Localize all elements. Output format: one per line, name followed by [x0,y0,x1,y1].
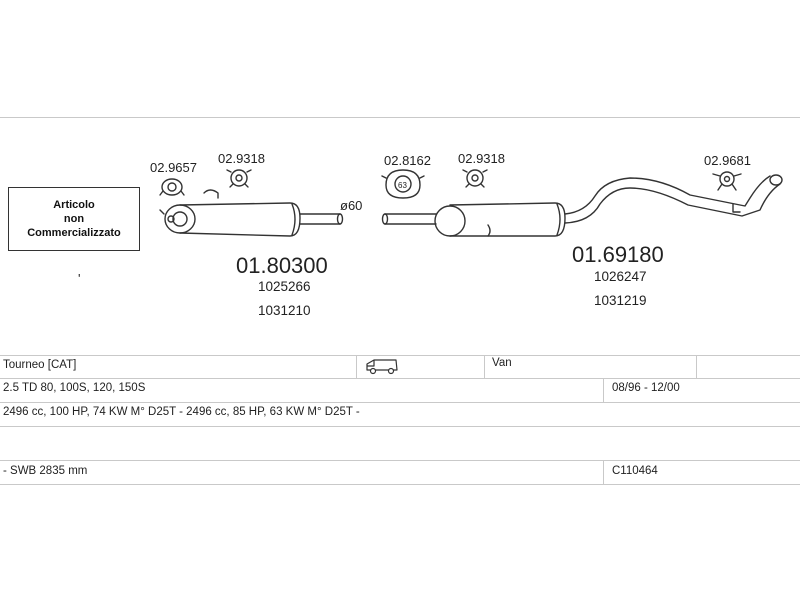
not-commercialized-box: Articolo non Commercializzato [8,187,140,251]
van-icon [366,359,398,375]
rear-silencer [381,174,783,237]
code-gasket: 02.9318 [218,151,265,166]
code-rubber-mount: 02.8162 [384,153,431,168]
col-divider-d [603,378,604,402]
production-years: 08/96 - 12/00 [612,382,680,394]
code-clamp: 02.9657 [150,160,197,175]
table-top-border [0,355,800,356]
row-divider-3 [0,426,800,427]
top-divider [0,117,800,118]
gasket-part-icon [226,169,252,188]
note-line-2: non [63,213,85,225]
rubber-mount-part-icon [381,169,425,199]
vehicle-model: Tourneo [CAT] [3,359,77,371]
exhaust-diagram: 02.9657 02.9318 02.8162 63 02.9318 02.96… [78,151,783,318]
engine-variants: 2.5 TD 80, 100S, 120, 150S [3,382,146,394]
hanger-part-icon [712,171,742,191]
note-line-1: Articolo [53,199,95,211]
col-divider-c [696,355,697,378]
clamp-part-icon [159,178,185,196]
row-divider-5 [0,484,800,485]
col-divider-b [484,355,485,378]
wheelbase: - SWB 2835 mm [3,465,88,477]
front-part-ref1: 1025266 [258,279,311,294]
rear-part-code: 01.69180 [572,242,664,267]
engine-specs: 2496 cc, 100 HP, 74 KW M° D25T - 2496 cc… [3,406,360,418]
front-part-ref2: 1031210 [258,303,311,318]
front-silencer [159,189,344,237]
pipe-diameter: ø60 [340,198,362,213]
code-hanger: 02.9681 [704,153,751,168]
rear-part-ref1: 1026247 [594,269,647,284]
rubber-mount-size: 63 [398,181,407,190]
code-gasket-2: 02.9318 [458,151,505,166]
col-divider-e [603,460,604,484]
catalog-code: C110464 [612,465,658,477]
gasket-part-icon-2 [462,169,488,188]
row-divider-2 [0,402,800,403]
marker: ' [78,271,80,286]
row-divider-4 [0,460,800,461]
row-divider-1 [0,378,800,379]
front-part-code: 01.80300 [236,253,328,278]
col-divider-a [356,355,357,378]
note-line-3: Commercializzato [27,227,121,239]
body-type: Van [492,357,512,369]
rear-part-ref2: 1031219 [594,293,647,308]
